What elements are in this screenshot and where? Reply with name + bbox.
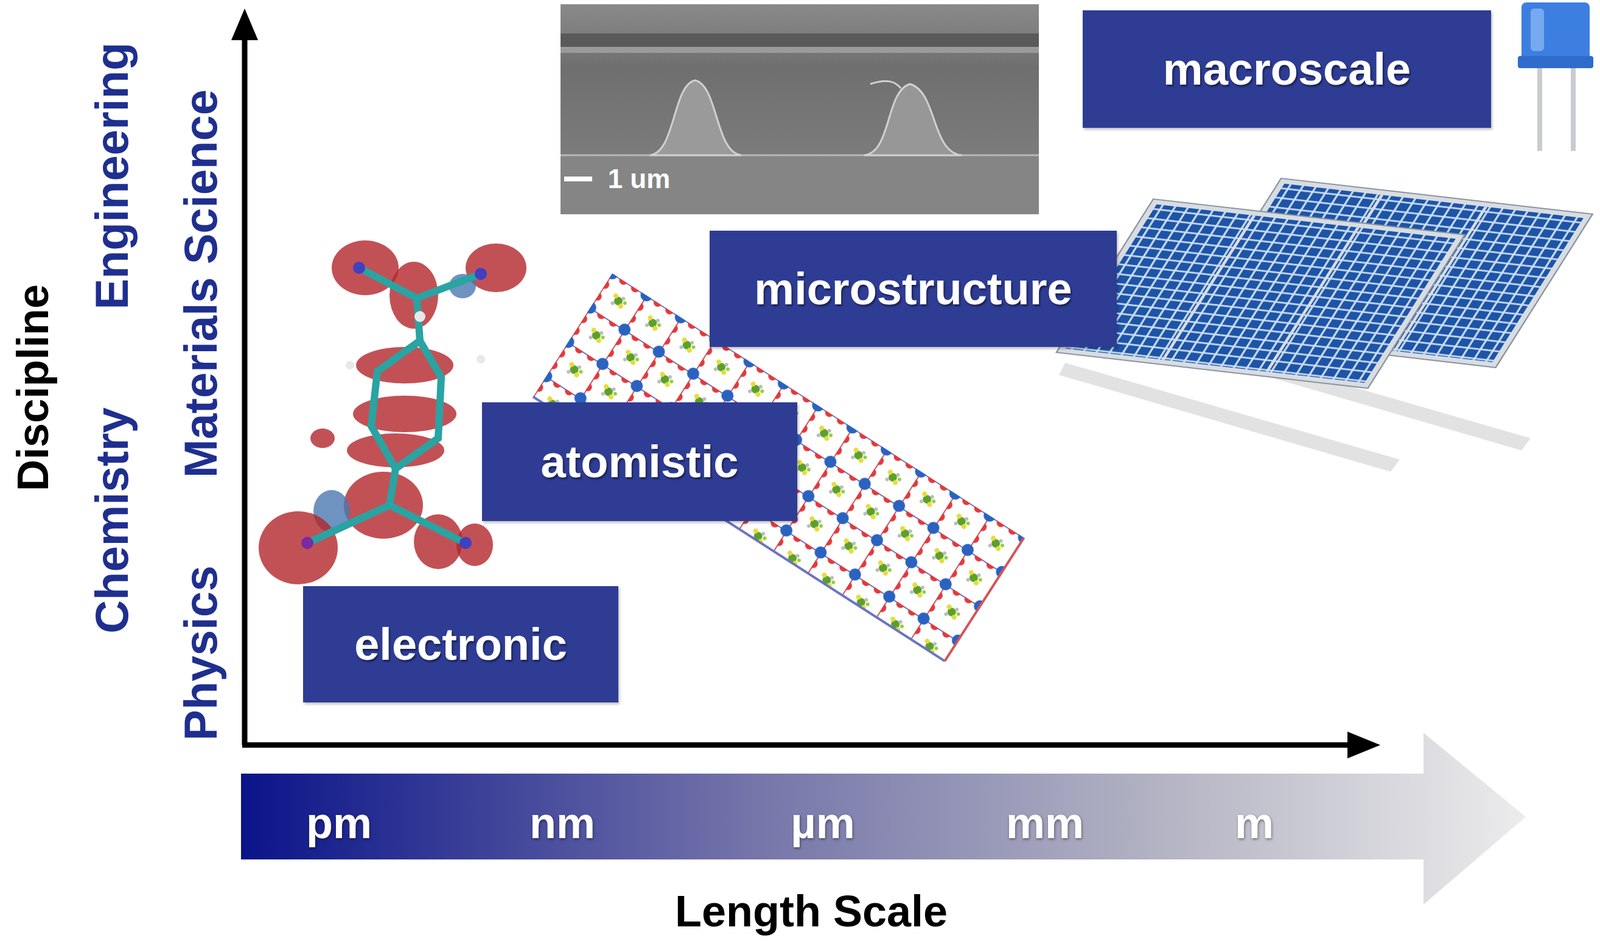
scale-label: macroscale — [1163, 43, 1411, 95]
x-axis-head — [1347, 731, 1381, 759]
discipline-label: Chemistry — [88, 407, 136, 634]
unit-label: µm — [790, 800, 856, 845]
scale-band — [241, 732, 1526, 905]
scale-label: microstructure — [754, 262, 1072, 315]
x-axis — [242, 742, 1352, 748]
discipline-label: Physics — [177, 565, 224, 741]
scale-label: atomistic — [541, 435, 739, 488]
sem-image — [560, 4, 1039, 215]
solar-panels — [1056, 178, 1593, 472]
unit-label: pm — [306, 800, 372, 845]
discipline-label: Materials Science — [177, 89, 224, 478]
unit-label: mm — [1006, 800, 1084, 845]
discipline-label: Engineering — [88, 41, 136, 310]
y-axis-head — [231, 8, 259, 41]
scale-box: electronic — [303, 586, 619, 703]
scale-box: macroscale — [1082, 10, 1492, 128]
led-component — [1517, 2, 1594, 151]
unit-label: m — [1234, 800, 1274, 845]
axis-title: Discipline — [10, 284, 55, 492]
scale-box: microstructure — [709, 230, 1117, 347]
scale-label: electronic — [354, 618, 568, 671]
unit-label: nm — [529, 800, 596, 845]
scale-box: atomistic — [482, 402, 798, 521]
scale-bar-label: 1 um — [607, 165, 671, 193]
axis-title: Length Scale — [674, 889, 948, 933]
y-axis — [242, 36, 248, 745]
